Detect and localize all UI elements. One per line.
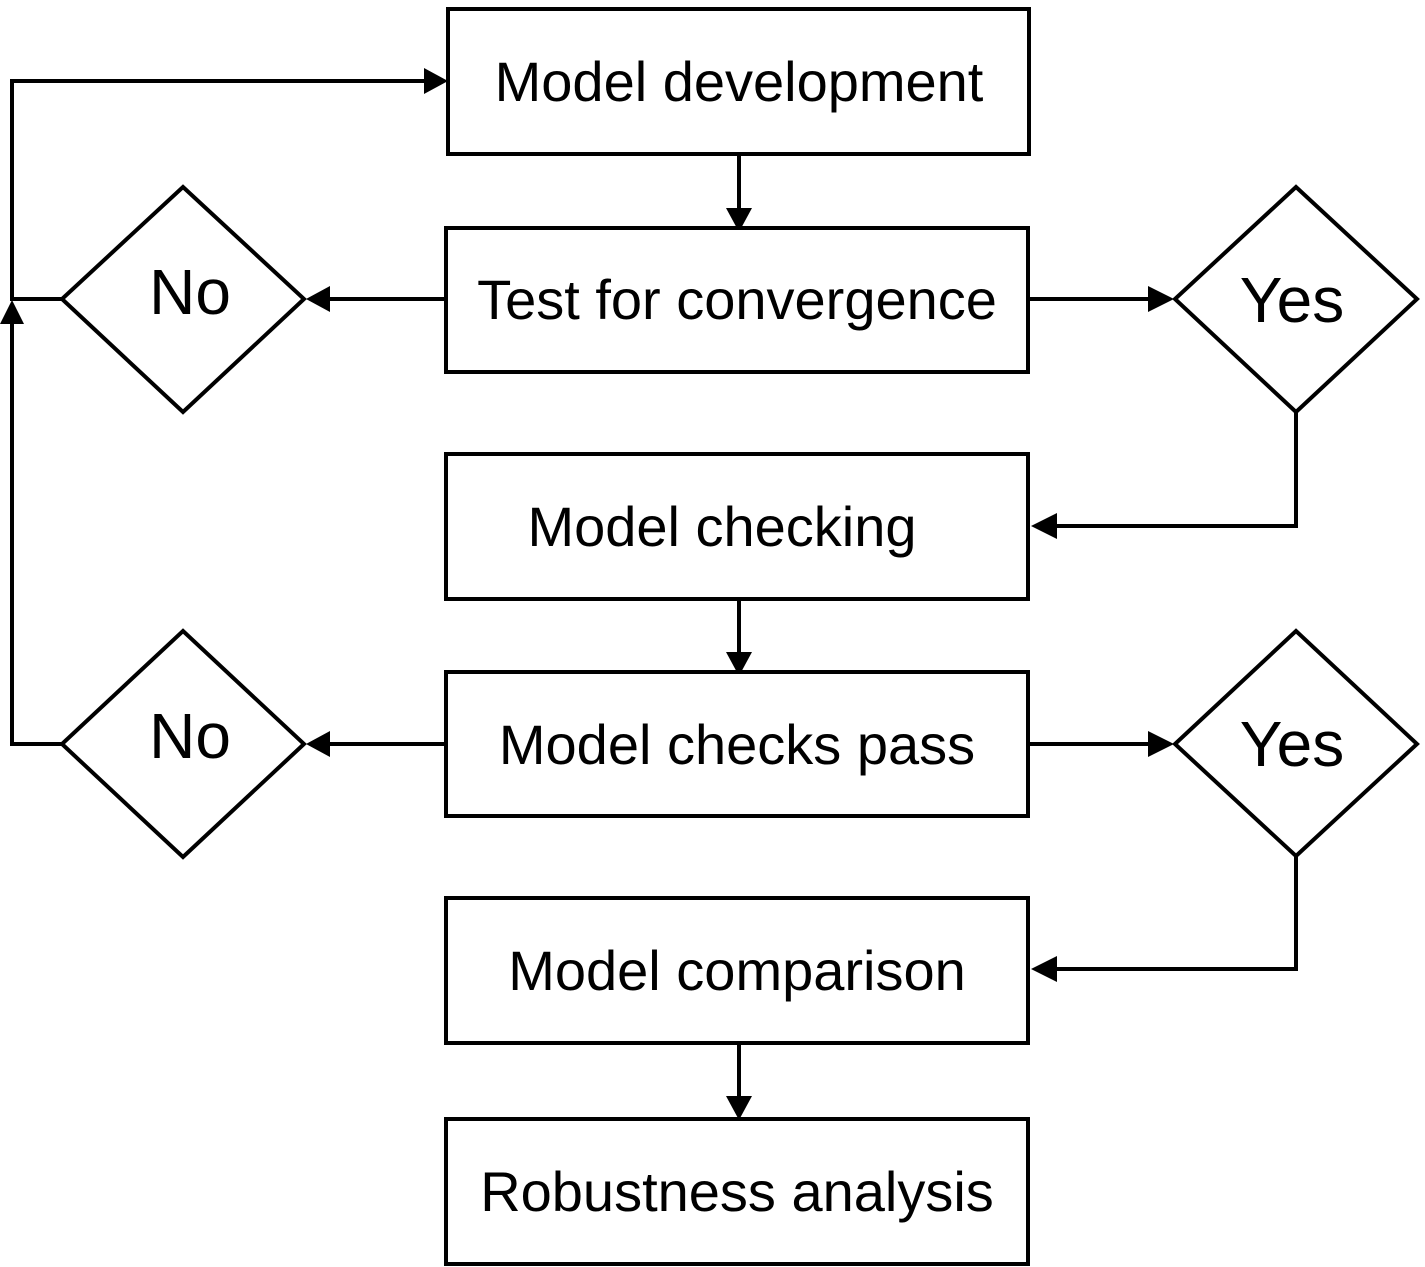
box-model-checks-pass: Model checks pass — [444, 670, 1030, 818]
arrow-head — [0, 300, 24, 324]
arrow-head — [306, 286, 330, 312]
decision-label: No — [149, 256, 231, 328]
arrow-head — [1031, 513, 1057, 539]
decision-checks-no: No — [59, 628, 307, 860]
box-robustness-analysis: Robustness analysis — [444, 1117, 1030, 1266]
arrow-head — [726, 1096, 752, 1120]
feedback-convergence-no — [10, 79, 426, 301]
decision-checks-yes: Yes — [1172, 628, 1420, 859]
arrow-head — [726, 208, 752, 232]
box-label: Model checks pass — [499, 713, 975, 776]
box-test-for-convergence: Test for convergence — [444, 226, 1030, 374]
box-label: Model comparison — [508, 939, 966, 1002]
box-model-development: Model development — [446, 7, 1031, 156]
box-model-comparison: Model comparison — [444, 896, 1030, 1045]
feedback-checks-no — [10, 322, 62, 746]
arrow-head — [726, 652, 752, 676]
box-label: Robustness analysis — [480, 1160, 994, 1223]
arrow-yes-to-checking — [1055, 412, 1298, 528]
box-label: Model development — [495, 50, 984, 113]
decision-label: Yes — [1240, 708, 1344, 780]
arrow-head — [1148, 731, 1174, 757]
decision-label: No — [149, 700, 231, 772]
decision-convergence-yes: Yes — [1172, 184, 1420, 415]
decision-label: Yes — [1240, 264, 1344, 336]
box-label: Test for convergence — [477, 268, 997, 331]
arrow-head — [306, 731, 330, 757]
arrow-head — [424, 68, 448, 94]
box-label: Model checking — [527, 495, 916, 558]
arrow-head — [1031, 956, 1057, 982]
box-model-checking: Model checking — [444, 452, 1030, 601]
connectors — [0, 68, 1298, 1120]
decision-convergence-no: No — [59, 184, 307, 415]
arrow-head — [1148, 286, 1174, 312]
arrow-yes-to-comparison — [1055, 856, 1298, 971]
